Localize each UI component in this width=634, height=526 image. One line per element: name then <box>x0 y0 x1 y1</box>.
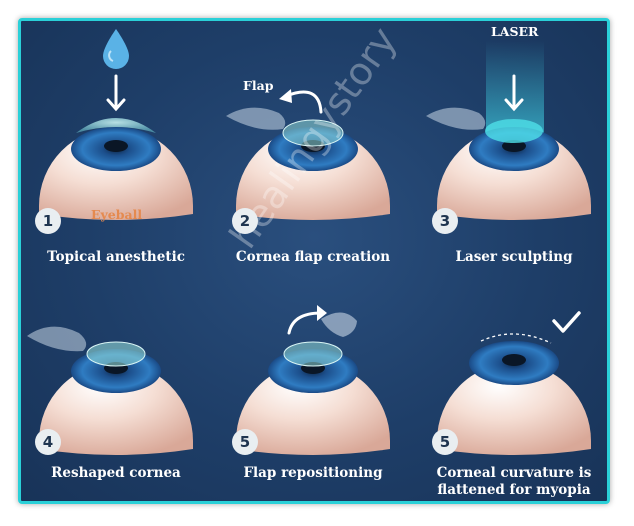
step-2-illustration <box>226 89 390 220</box>
step-1-caption: Topical anesthetic <box>47 249 185 265</box>
eyeball <box>236 341 390 455</box>
step-number-1: 1 <box>35 208 61 234</box>
down-arrow-icon <box>106 74 126 112</box>
step-number-4: 4 <box>35 429 61 455</box>
eyeball <box>39 118 193 220</box>
flap-label: Flap <box>243 78 274 93</box>
diagram-frame: healingystory Eyeball Flap LASER 1 2 3 4… <box>18 18 610 504</box>
step-2-caption: Cornea flap creation <box>235 249 391 265</box>
step-4-caption: Reshaped cornea <box>51 465 181 481</box>
down-arrow-icon <box>504 74 524 112</box>
eyeball-label: Eyeball <box>91 207 143 222</box>
eyeball <box>437 333 591 455</box>
step-6-illustration <box>437 311 591 455</box>
step-6-caption-line1: Corneal curvature is <box>436 465 592 481</box>
drop-icon <box>103 29 129 69</box>
step-number-2: 2 <box>232 208 258 234</box>
curved-arrow-icon <box>287 311 323 335</box>
flap <box>426 107 486 130</box>
step-number-3: 3 <box>432 208 458 234</box>
step-5-caption: Flap repositioning <box>243 465 383 481</box>
step-1-illustration <box>39 29 193 220</box>
flap <box>27 326 87 352</box>
step-3-caption: Laser sculpting <box>455 249 573 265</box>
step-4-illustration <box>27 326 193 455</box>
step-number-6: 5 <box>432 429 458 455</box>
step-3-illustration <box>426 41 591 220</box>
laser-label: LASER <box>491 24 539 39</box>
step-6-caption-line2: flattened for myopia <box>437 482 591 498</box>
step-5-illustration <box>236 305 390 455</box>
flap <box>226 107 286 130</box>
checkmark-icon <box>552 311 581 333</box>
eyeball <box>437 119 591 220</box>
eyeball <box>39 341 193 455</box>
step-number-5: 5 <box>232 429 258 455</box>
diagram-illustration <box>27 29 591 455</box>
flap <box>321 312 357 337</box>
eyeball <box>236 119 390 220</box>
